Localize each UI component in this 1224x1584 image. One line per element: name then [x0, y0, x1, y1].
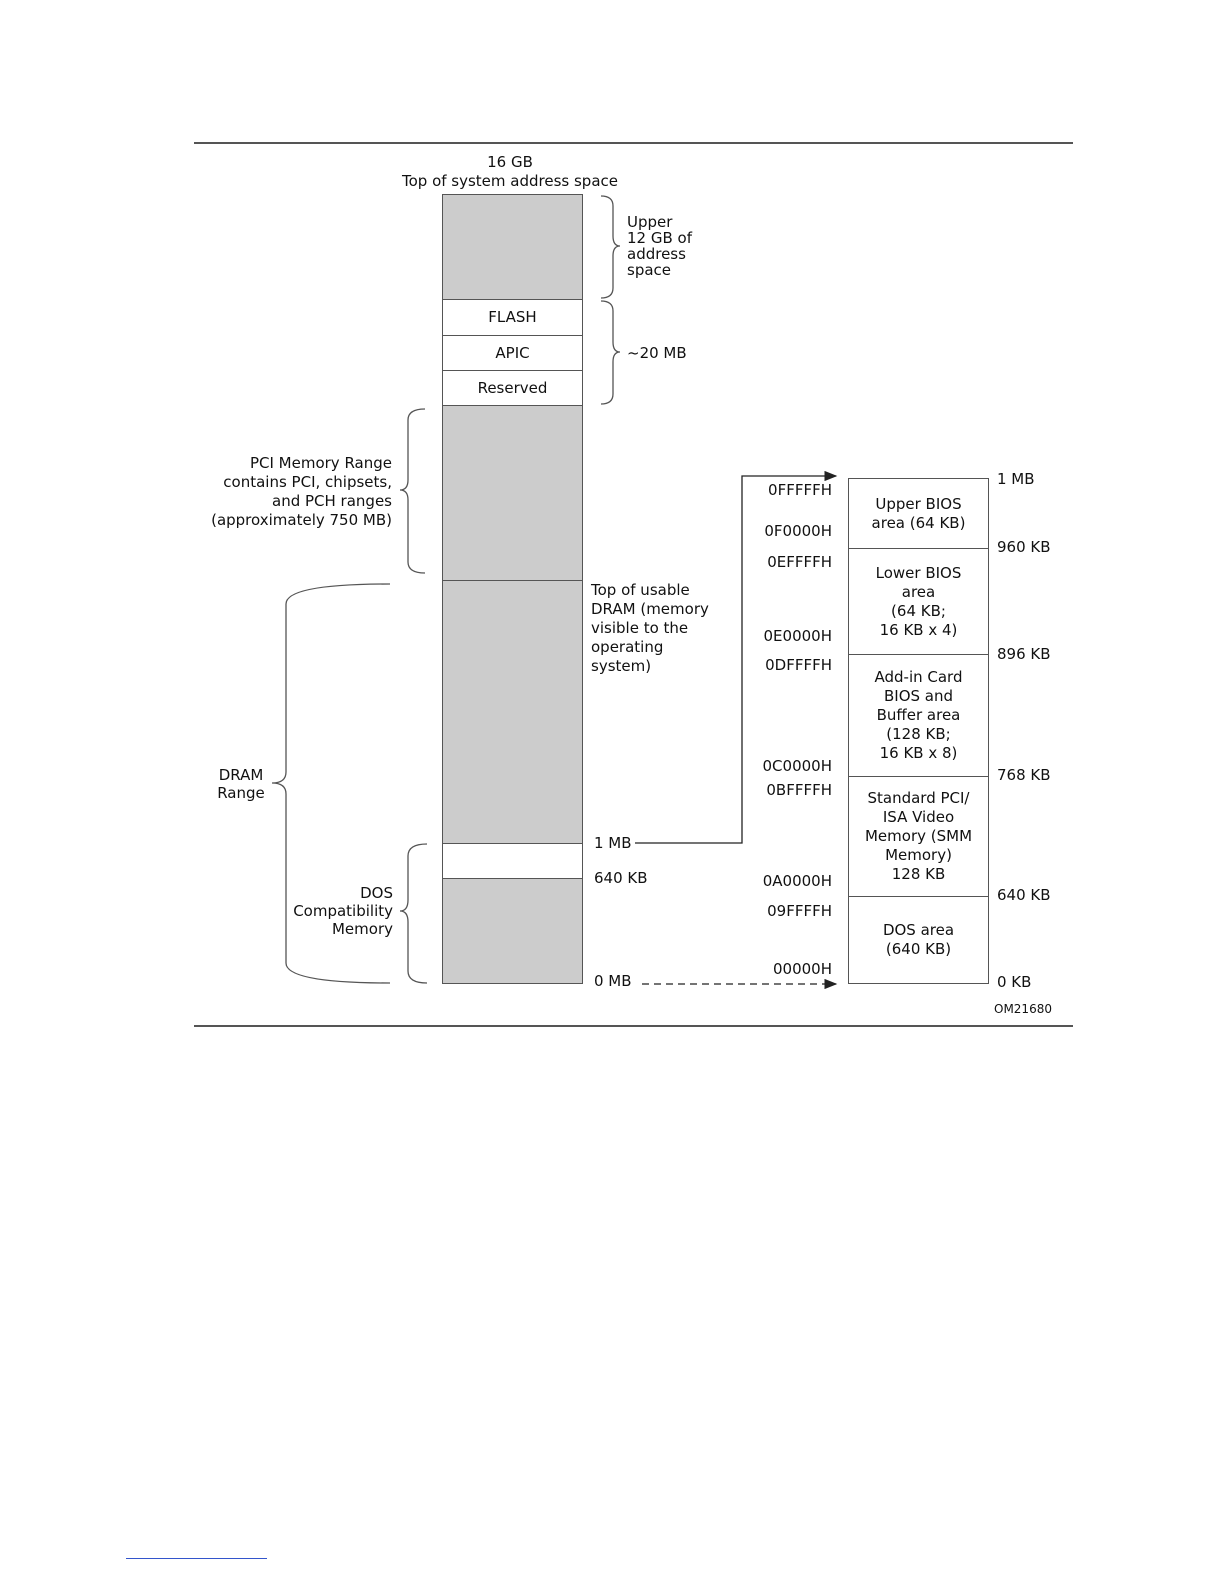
- hex-0a0000h: 0A0000H: [762, 872, 832, 890]
- lower-bios-block: Lower BIOS area (64 KB; 16 KB x 4): [848, 548, 989, 655]
- 1mb-expand-arrow: [635, 470, 838, 844]
- dram-block: [442, 580, 583, 844]
- dos-compat-block: [442, 878, 583, 984]
- video-memory-block: Standard PCI/ ISA Video Memory (SMM Memo…: [848, 776, 989, 897]
- pci-memory-block: [442, 405, 583, 581]
- footer-link-line: [126, 1558, 267, 1559]
- 20mb-label: ~20 MB: [627, 344, 687, 362]
- top-of-usable-dram-label: Top of usable DRAM (memory visible to th…: [591, 581, 709, 675]
- dos-compat-label: DOS Compatibility Memory: [293, 884, 393, 938]
- upper-12gb-label: Upper 12 GB of address space: [627, 213, 692, 279]
- size-1mb: 1 MB: [997, 470, 1035, 488]
- size-640kb: 640 KB: [997, 886, 1051, 904]
- hex-0e0000h: 0E0000H: [763, 627, 832, 645]
- hex-0f0000h: 0F0000H: [764, 522, 832, 540]
- hex-09ffffh: 09FFFFH: [767, 902, 832, 920]
- pci-memory-range-label: PCI Memory Range contains PCI, chipsets,…: [211, 454, 392, 529]
- mark-0mb-label: 0 MB: [594, 972, 632, 990]
- dram-range-label: DRAM Range: [217, 766, 265, 802]
- figure-id: OM21680: [994, 1002, 1052, 1016]
- dos-brace: [399, 843, 428, 984]
- hex-0bffffh: 0BFFFFH: [766, 781, 832, 799]
- dos-area-block: DOS area (640 KB): [848, 896, 989, 984]
- upper-12gb-brace: [600, 195, 621, 299]
- mark-640kb-label: 640 KB: [594, 869, 648, 887]
- upper-bios-block: Upper BIOS area (64 KB): [848, 478, 989, 549]
- top-desc-label: Top of system address space: [401, 172, 618, 190]
- dram-brace: [271, 583, 391, 984]
- top-size-label: 16 GB: [487, 153, 533, 171]
- reserved-block: Reserved: [442, 370, 583, 406]
- pci-brace: [399, 408, 426, 574]
- size-960kb: 960 KB: [997, 538, 1051, 556]
- size-768kb: 768 KB: [997, 766, 1051, 784]
- addin-card-bios-block: Add-in Card BIOS and Buffer area (128 KB…: [848, 654, 989, 777]
- hex-0dffffh: 0DFFFFH: [765, 656, 832, 674]
- hex-0fffffh: 0FFFFFH: [768, 481, 832, 499]
- hex-0c0000h: 0C0000H: [762, 757, 832, 775]
- top-rule: [194, 142, 1073, 144]
- size-0kb: 0 KB: [997, 973, 1032, 991]
- upper-12gb-block: [442, 194, 583, 300]
- 20mb-brace: [600, 300, 621, 405]
- hex-0effffh: 0EFFFFH: [767, 553, 832, 571]
- mark-1mb-label: 1 MB: [594, 834, 632, 852]
- hex-00000h: 00000H: [773, 960, 832, 978]
- size-896kb: 896 KB: [997, 645, 1051, 663]
- bottom-rule: [194, 1025, 1073, 1027]
- flash-block: FLASH: [442, 299, 583, 336]
